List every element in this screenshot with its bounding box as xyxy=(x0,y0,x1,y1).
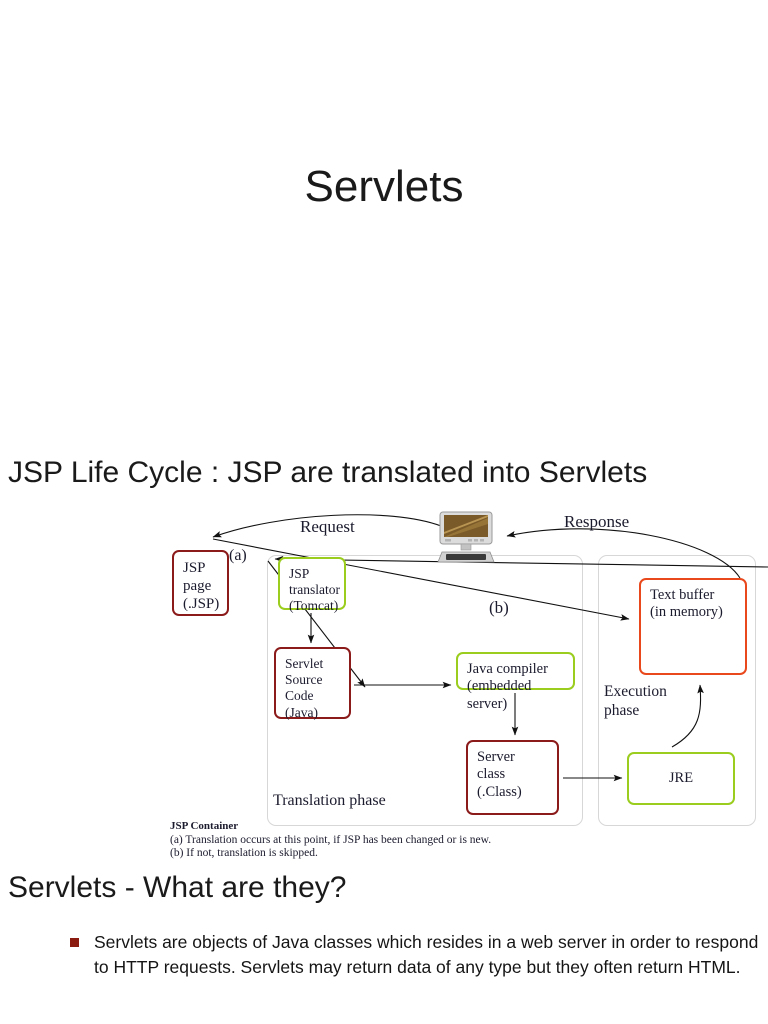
box-text-buffer: Text buffer (in memory) xyxy=(639,578,747,675)
bullet-list-item: Servlets are objects of Java classes whi… xyxy=(70,930,760,980)
desktop-computer-icon xyxy=(434,510,498,566)
section-heading-jsp-life-cycle: JSP Life Cycle : JSP are translated into… xyxy=(8,456,648,489)
box-servlet-source-line-1: Servlet xyxy=(285,656,324,671)
flow-label-request: Request xyxy=(300,517,355,536)
box-servlet-source-line-3: Code (Java) xyxy=(285,688,318,720)
box-java-compiler-line-1: Java compiler xyxy=(467,661,548,677)
box-server-class: Server class (.Class) xyxy=(466,740,559,815)
box-java-compiler: Java compiler (embedded server) xyxy=(456,652,575,712)
box-jsp-translator: JSP translator (Tomcat) xyxy=(278,557,346,613)
box-jsp-translator-line-2: translator xyxy=(289,582,340,598)
execution-phase-label: Execution phase xyxy=(604,683,667,720)
footnote-b: (b) If not, translation is skipped. xyxy=(170,847,318,859)
box-jsp-page-line-1: JSP xyxy=(183,560,206,576)
box-server-class-line-3: (.Class) xyxy=(477,783,522,800)
section-heading-servlets-what-are-they: Servlets - What are they? xyxy=(8,871,347,904)
footnote-jsp-container: JSP Container xyxy=(170,820,239,832)
box-jre-label: JRE xyxy=(668,769,694,786)
box-jsp-page-line-2: page xyxy=(183,578,212,594)
box-jsp-translator-line-3: (Tomcat) xyxy=(289,598,339,614)
flow-marker-a: (a) xyxy=(229,547,247,564)
box-jre: JRE xyxy=(627,752,735,805)
flow-marker-b: (b) xyxy=(489,598,509,617)
footnote-a: (a) Translation occurs at this point, if… xyxy=(170,834,492,846)
box-jsp-page: JSP page (.JSP) xyxy=(172,550,229,616)
flow-label-response: Response xyxy=(564,512,630,531)
page-title: Servlets xyxy=(304,162,464,211)
box-java-compiler-line-2: (embedded server) xyxy=(467,678,532,712)
box-server-class-line-1: Server xyxy=(477,749,515,765)
bullet-item-text: Servlets are objects of Java classes whi… xyxy=(94,932,759,977)
box-servlet-source-line-2: Source xyxy=(285,672,323,688)
translation-phase-label: Translation phase xyxy=(273,792,386,809)
box-text-buffer-line-2: (in memory) xyxy=(650,604,723,621)
box-server-class-line-2: class xyxy=(477,766,506,783)
box-jsp-translator-line-1: JSP xyxy=(289,566,310,581)
bullet-square-icon xyxy=(70,938,79,947)
box-jsp-page-line-3: (.JSP) xyxy=(183,596,220,612)
box-servlet-source-code: Servlet Source Code (Java) xyxy=(274,647,351,720)
box-text-buffer-line-1: Text buffer xyxy=(650,587,715,603)
